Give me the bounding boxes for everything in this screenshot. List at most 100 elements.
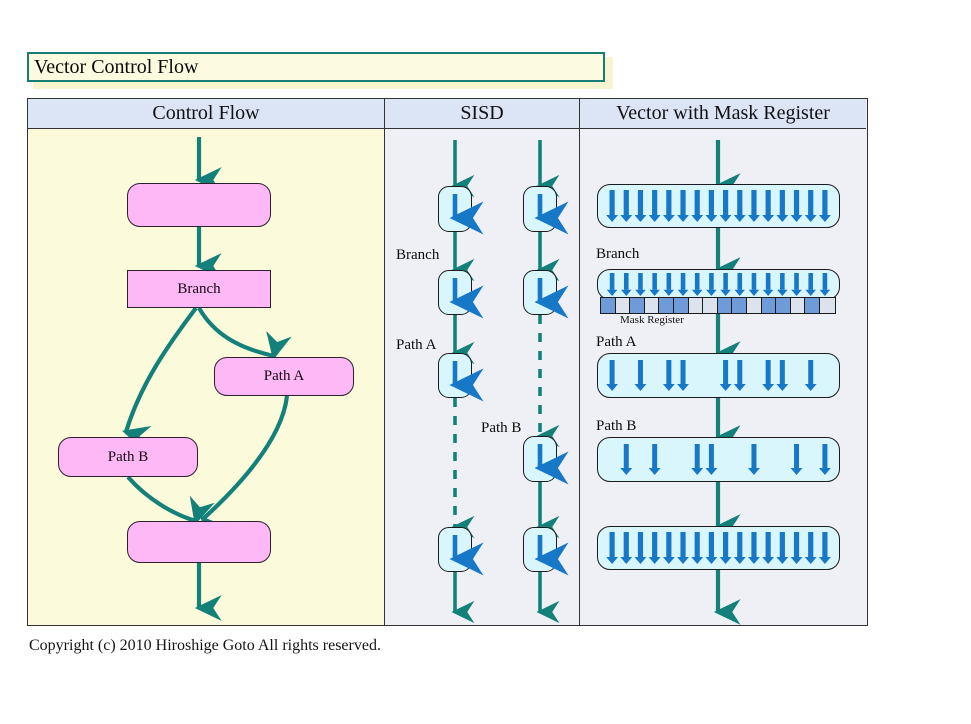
- cf-node-path-b[interactable]: Path B: [58, 437, 198, 477]
- vector-arrowhead-row1-lane7: [691, 215, 704, 222]
- vector-arrowhead-row2-lane8: [706, 289, 717, 296]
- vector-arrowhead-row3-lane12: [762, 384, 775, 391]
- vector-arrowhead-row1-lane5: [662, 215, 675, 222]
- mask-cell-3[interactable]: [630, 298, 645, 313]
- page-title: Vector Control Flow: [34, 56, 199, 78]
- copyright-text: Copyright (c) 2010 Hiroshige Goto All ri…: [29, 637, 381, 654]
- vector-arrowhead-row1-lane11: [748, 215, 760, 222]
- mask-cell-4[interactable]: [644, 298, 660, 313]
- vector-arrowhead-row5-lane11: [748, 557, 760, 564]
- vector-arrowhead-row1-lane15: [804, 215, 817, 222]
- vector-arrowhead-row5-lane7: [691, 557, 704, 564]
- vector-arrowhead-row5-lane6: [677, 557, 689, 564]
- vector-arrowhead-row5-lane16: [818, 557, 831, 564]
- vector-arrowhead-row1-lane16: [818, 215, 831, 222]
- vector-arrowhead-row4-lane8: [705, 468, 718, 475]
- vector-arrowhead-row1-lane2: [620, 215, 633, 222]
- mask-cell-15[interactable]: [805, 298, 820, 313]
- title-banner: [27, 52, 605, 82]
- vector-arrowhead-row3-lane9: [719, 384, 732, 391]
- vector-arrowhead-row2-lane10: [734, 289, 746, 296]
- vector-arrowhead-row2-lane6: [677, 289, 689, 296]
- vector-arrowhead-row1-lane1: [606, 215, 619, 222]
- vector-arrowhead-row2-lane1: [606, 289, 618, 296]
- vector-arrowhead-row1-lane14: [790, 215, 803, 222]
- vector-arrowhead-row4-lane16: [818, 468, 831, 475]
- mask-cell-6[interactable]: [673, 298, 689, 313]
- vector-arrowhead-row3-lane13: [776, 384, 789, 391]
- column-header-control-flow: Control Flow: [28, 99, 385, 129]
- vector-arrowhead-row2-lane9: [720, 289, 731, 296]
- sisd-label-branch: Branch: [396, 247, 440, 263]
- mask-cell-1[interactable]: [601, 298, 616, 313]
- vector-arrowhead-row2-lane7: [691, 289, 703, 296]
- vector-arrowhead-row4-lane11: [748, 468, 760, 475]
- mask-cell-10[interactable]: [732, 298, 747, 313]
- vector-arrowhead-row5-lane4: [648, 557, 661, 564]
- vector-arrowhead-row5-lane2: [620, 557, 633, 564]
- vector-arrowhead-row1-lane12: [762, 215, 775, 222]
- vector-arrowhead-row5-lane1: [606, 557, 619, 564]
- mask-cell-5[interactable]: [659, 298, 674, 313]
- vector-arrowhead-row1-lane10: [733, 215, 746, 222]
- vector-arrowhead-row2-lane14: [791, 289, 802, 296]
- vector-arrowhead-row1-lane13: [776, 215, 789, 222]
- vector-arrowhead-row3-lane3: [634, 384, 647, 391]
- cf-node-entry[interactable]: [127, 183, 271, 227]
- vector-arrowhead-row1-lane6: [677, 215, 689, 222]
- vector-arrowhead-row1-lane8: [705, 215, 718, 222]
- cf-node-branch[interactable]: Branch: [127, 270, 271, 308]
- mask-cell-13[interactable]: [776, 298, 791, 313]
- column-header-sisd: SISD: [385, 99, 580, 129]
- vector-arrowhead-row3-lane15: [804, 384, 817, 391]
- vector-arrowhead-row4-lane14: [790, 468, 803, 475]
- vector-arrowhead-row4-lane4: [648, 468, 661, 475]
- mask-cell-12[interactable]: [761, 298, 777, 313]
- mask-cell-16[interactable]: [819, 298, 835, 313]
- vector-arrowhead-row5-lane5: [662, 557, 675, 564]
- vector-arrowhead-row2-lane3: [635, 289, 646, 296]
- mask-cell-11[interactable]: [746, 298, 762, 313]
- vector-arrowhead-row5-lane9: [719, 557, 732, 564]
- vector-arrowhead-row3-lane10: [733, 384, 746, 391]
- column-header-vector-mask: Vector with Mask Register: [580, 99, 866, 129]
- vector-label-path-b: Path B: [596, 418, 637, 434]
- vector-arrowhead-row5-lane8: [705, 557, 718, 564]
- vector-row-path-a[interactable]: [597, 353, 840, 398]
- vector-row-path-b[interactable]: [597, 437, 840, 482]
- vector-row-full-bottom[interactable]: [597, 526, 840, 570]
- vector-arrowhead-row2-lane4: [649, 289, 660, 296]
- mask-cell-7[interactable]: [688, 298, 704, 313]
- vector-label-path-a: Path A: [596, 334, 637, 350]
- mask-register[interactable]: [600, 297, 836, 314]
- mask-cell-9[interactable]: [717, 298, 733, 313]
- vector-arrowhead-row5-lane13: [776, 557, 789, 564]
- vector-arrowhead-row3-lane1: [606, 384, 619, 391]
- vector-arrowhead-row2-lane16: [819, 289, 831, 296]
- vector-arrowhead-row2-lane12: [762, 289, 774, 296]
- vector-arrowhead-row1-lane3: [634, 215, 647, 222]
- vector-label-branch: Branch: [596, 246, 640, 262]
- cf-node-merge[interactable]: [127, 521, 271, 563]
- vector-arrowhead-row1-lane9: [719, 215, 732, 222]
- vector-arrowhead-row5-lane3: [634, 557, 647, 564]
- vector-arrowhead-row2-lane13: [777, 289, 788, 296]
- mask-cell-14[interactable]: [790, 298, 806, 313]
- vector-arrowhead-row4-lane7: [691, 468, 704, 475]
- mask-cell-8[interactable]: [703, 298, 718, 313]
- vector-arrowhead-row5-lane12: [762, 557, 775, 564]
- vector-arrowhead-row2-lane5: [663, 289, 675, 296]
- sisd-label-path-a: Path A: [396, 337, 437, 353]
- vector-arrowhead-row5-lane14: [790, 557, 803, 564]
- mask-cell-2[interactable]: [615, 298, 631, 313]
- vector-row-full-top[interactable]: [597, 184, 840, 228]
- vector-arrowhead-row2-lane2: [621, 289, 632, 296]
- cf-node-path-a[interactable]: Path A: [214, 357, 354, 396]
- vector-arrowhead-row1-lane4: [648, 215, 661, 222]
- vector-arrowhead-row5-lane15: [804, 557, 817, 564]
- vector-arrowhead-row2-lane15: [805, 289, 816, 296]
- sisd-label-path-b: Path B: [481, 420, 522, 436]
- vector-arrowhead-row5-lane10: [733, 557, 746, 564]
